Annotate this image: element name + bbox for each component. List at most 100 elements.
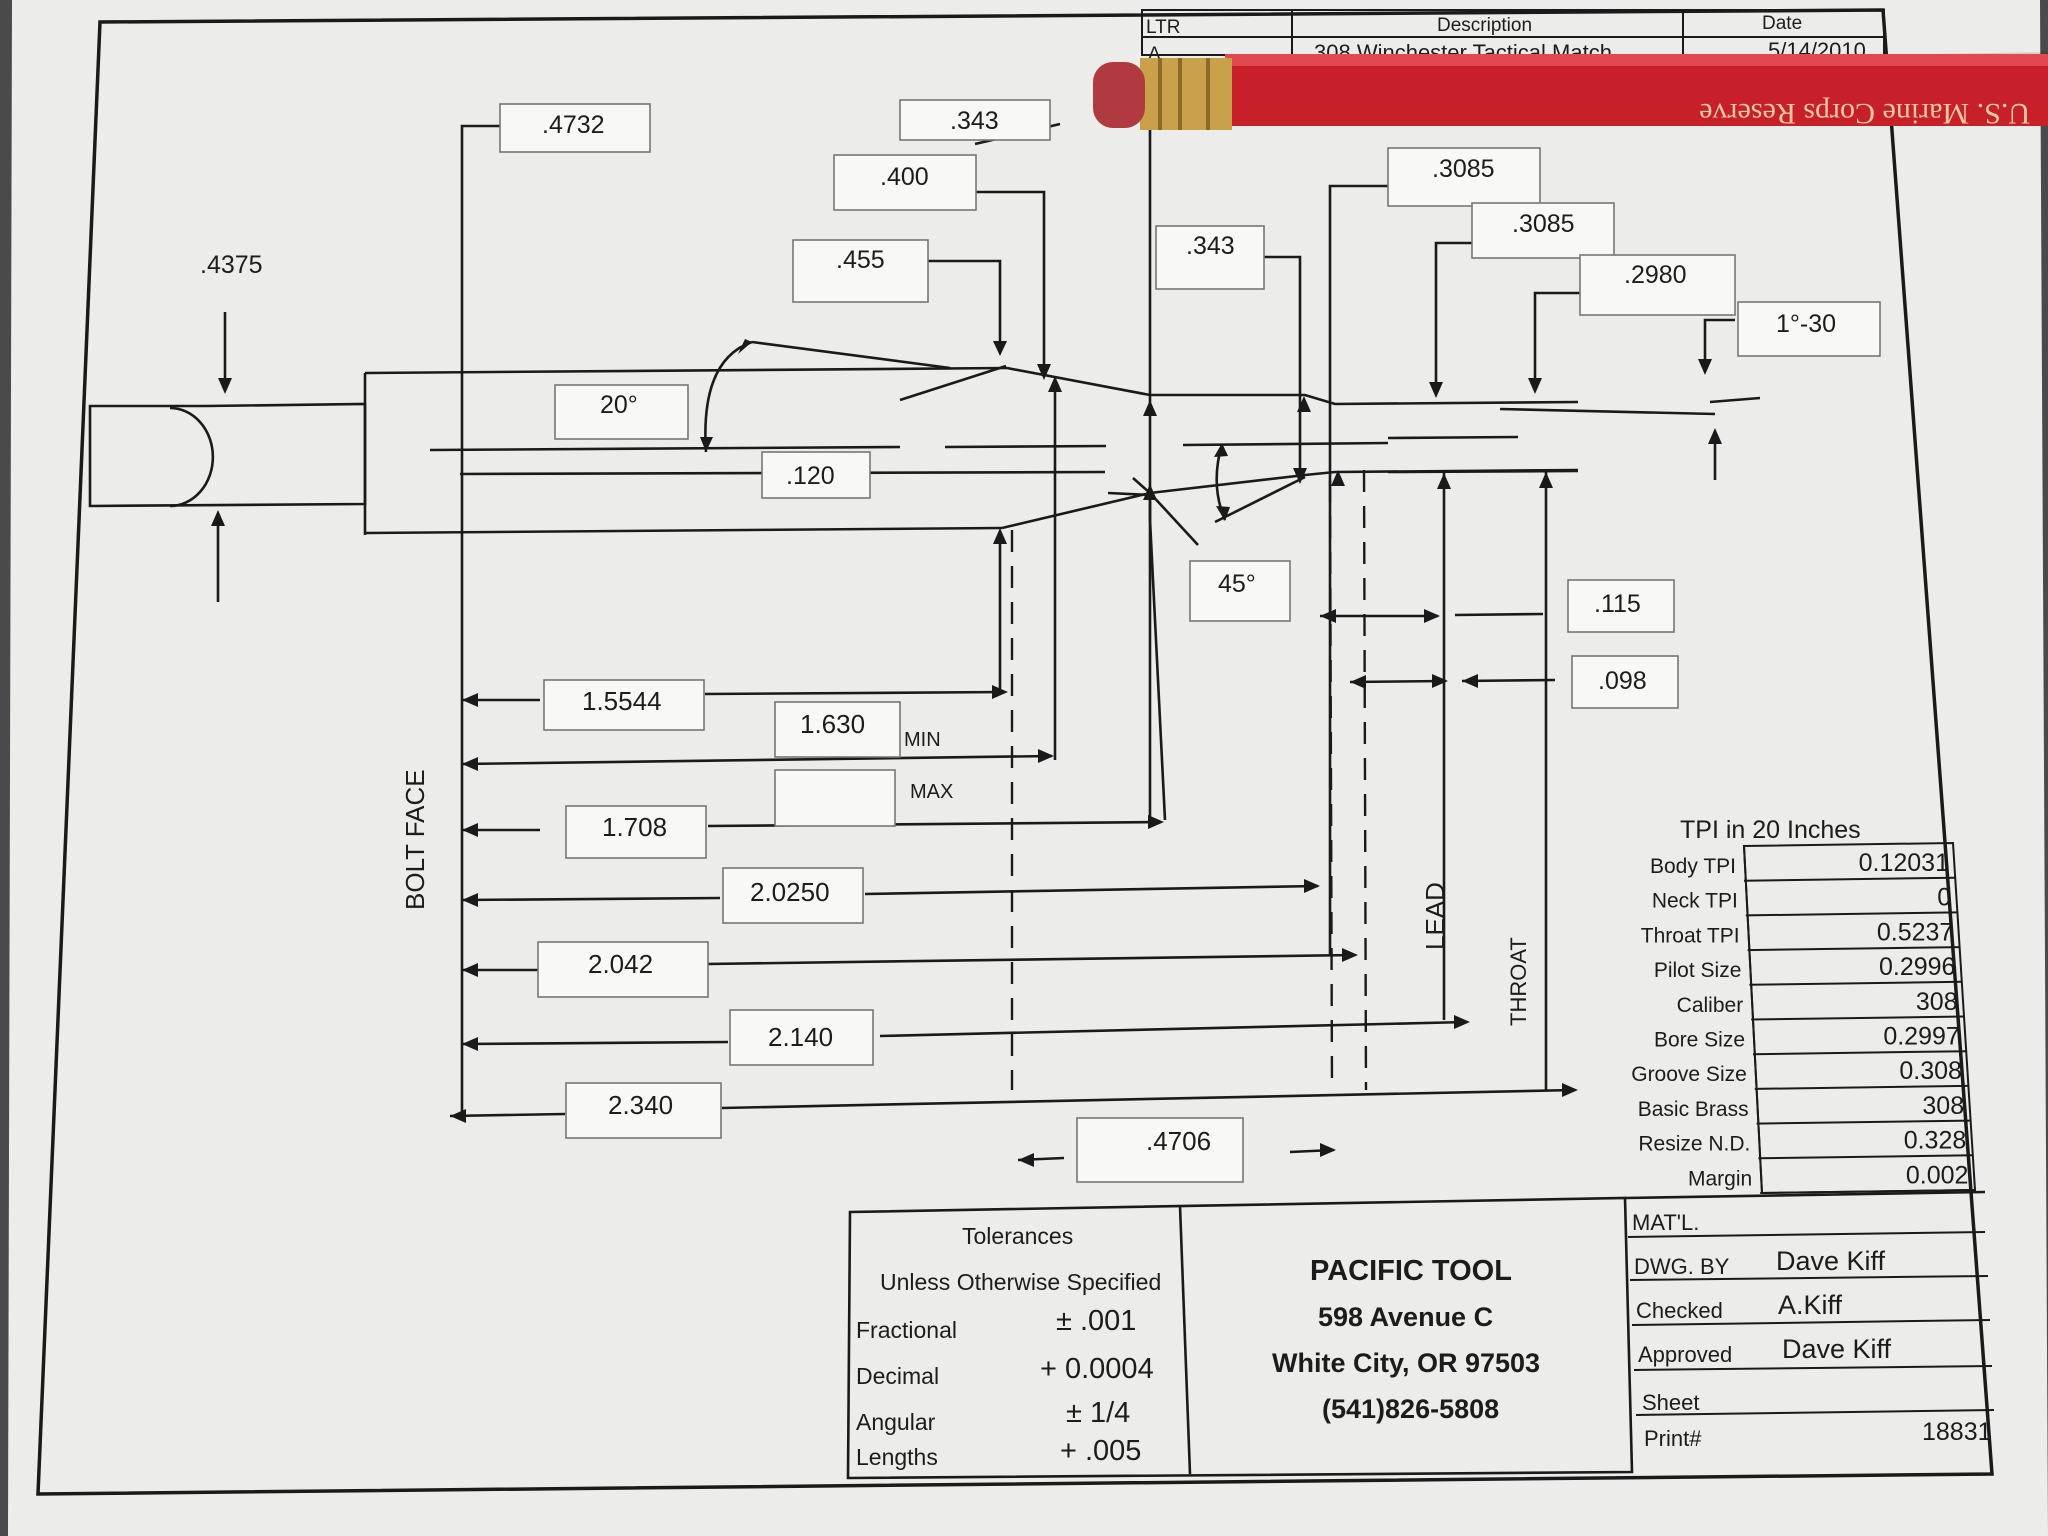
company-name: PACIFIC TOOL <box>1310 1255 1512 1287</box>
dim-throat-len: .115 <box>1594 590 1641 618</box>
tol-subtitle: Unless Otherwise Specified <box>880 1269 1161 1295</box>
tol-angular-label: Angular <box>856 1409 936 1435</box>
pencil-imprint: U.S. Marine Corps Reserve <box>1699 97 2030 130</box>
dim-len-1: 1.5544 <box>582 686 662 716</box>
tpi-row-divider <box>1749 980 1962 986</box>
tpi-row-value: 0.328 <box>1904 1127 1967 1155</box>
tpi-row-label: Basic Brass <box>1638 1098 1749 1121</box>
checked-label: Checked <box>1636 1298 1723 1323</box>
length-arrowheads <box>450 609 1578 1167</box>
dim-neck-angle: 45° <box>1218 570 1256 598</box>
lead-label: LEAD <box>1420 882 1450 950</box>
print-value: 18831 <box>1922 1418 1992 1446</box>
tpi-row-divider <box>1756 1119 1971 1125</box>
dim-lead-angle: 1°-30 <box>1776 310 1836 338</box>
dim-shoulder-front-dia: .343 <box>950 107 999 135</box>
dim-throat-dia-1: .3085 <box>1432 155 1495 183</box>
tpi-row-divider <box>1758 1154 1973 1160</box>
dim-lead-len: .098 <box>1598 667 1647 695</box>
tpi-row-divider <box>1747 946 1960 952</box>
tpi-row-label: Bore Size <box>1654 1029 1745 1052</box>
company-address: 598 Avenue C <box>1318 1302 1493 1332</box>
approved-label: Approved <box>1638 1342 1732 1367</box>
dwg-by-value: Dave Kiff <box>1776 1246 1886 1276</box>
tol-fractional-value: ± .001 <box>1056 1305 1136 1337</box>
tpi-row-value: 308 <box>1916 988 1958 1016</box>
tol-fractional-label: Fractional <box>856 1317 957 1343</box>
tpi-row-divider <box>1754 1084 1968 1090</box>
dwg-by-label: DWG. BY <box>1634 1254 1730 1279</box>
tpi-row-value: 0.2997 <box>1883 1023 1959 1051</box>
tol-decimal-value: + 0.0004 <box>1040 1353 1154 1385</box>
dim-len-4: 2.0250 <box>750 877 830 907</box>
company-phone: (541)826-5808 <box>1322 1394 1499 1424</box>
dim-body-dia: .455 <box>836 246 885 274</box>
dim-neck-dia: .343 <box>1186 232 1235 260</box>
dim-len-3: 1.708 <box>602 812 667 842</box>
dim-len-5: 2.042 <box>588 949 653 979</box>
dim-base-dia: .4732 <box>542 111 605 139</box>
chamber-profile <box>88 340 1761 546</box>
tolerance-block: Tolerances Unless Otherwise Specified Fr… <box>846 1190 1995 1480</box>
tpi-row-divider <box>1752 1050 1966 1056</box>
pencil-eraser <box>1093 62 1145 128</box>
pencil-body <box>1225 54 2048 126</box>
company-city: White City, OR 97503 <box>1272 1348 1540 1378</box>
tpi-row-value: 0.5237 <box>1877 918 1953 946</box>
drawing-border <box>36 8 1994 1496</box>
tol-lengths-value: + .005 <box>1060 1435 1141 1467</box>
tpi-row-divider <box>1760 1189 1975 1194</box>
tpi-row-label: Neck TPI <box>1652 890 1738 913</box>
tpi-row-value: 0.308 <box>1899 1057 1962 1085</box>
tpi-row-label: Pilot Size <box>1654 959 1742 982</box>
dim-len-7: 2.340 <box>608 1090 673 1120</box>
dim-len-2-max: MAX <box>910 781 953 803</box>
tpi-row-value: 0.12031 <box>1859 849 1949 877</box>
tpi-row-label: Caliber <box>1677 994 1744 1017</box>
tpi-row-label: Body TPI <box>1650 855 1736 878</box>
tpi-row-value: 308 <box>1922 1092 1964 1120</box>
tpi-row-label: Margin <box>1688 1167 1752 1190</box>
length-dims <box>449 612 1575 1162</box>
dim-shank-dia: .4375 <box>200 251 263 279</box>
dim-len-2-min: MIN <box>904 729 941 751</box>
tol-title: Tolerances <box>962 1223 1073 1249</box>
tpi-row-divider <box>1745 911 1958 917</box>
rev-date-header: Date <box>1762 13 1802 34</box>
rev-ltr-header: LTR <box>1146 17 1180 38</box>
tpi-row-label: Groove Size <box>1631 1063 1747 1086</box>
tpi-row-divider <box>1743 876 1956 882</box>
rev-desc-header: Description <box>1437 15 1532 36</box>
checked-value: A.Kiff <box>1778 1290 1843 1320</box>
tpi-row-label: Throat TPI <box>1641 924 1740 947</box>
dim-shoulder-offset: .120 <box>786 462 835 490</box>
approved-value: Dave Kiff <box>1782 1334 1892 1364</box>
dim-throat-dia-2: .3085 <box>1512 210 1575 238</box>
dim-lead-dia: .2980 <box>1624 261 1687 289</box>
tol-lengths-label: Lengths <box>856 1444 938 1470</box>
dim-neck-len: .4706 <box>1146 1126 1211 1156</box>
dim-len-2: 1.630 <box>800 709 865 739</box>
shoulder-angle-arc <box>704 340 753 453</box>
pencil-ferrule <box>1140 58 1232 130</box>
tpi-row-label: Resize N.D. <box>1638 1133 1750 1156</box>
tpi-title: TPI in 20 Inches <box>1680 816 1861 844</box>
paper-sheet <box>8 0 2048 1536</box>
sheet-label: Sheet <box>1642 1390 1700 1415</box>
tol-angular-value: ± 1/4 <box>1066 1397 1130 1429</box>
matl-label: MAT'L. <box>1632 1210 1699 1235</box>
tpi-row-value: 0 <box>1937 884 1951 912</box>
bolt-face-label: BOLT FACE <box>400 769 430 910</box>
dim-shoulder-dia: .400 <box>880 163 929 191</box>
tpi-row-divider <box>1751 1015 1964 1021</box>
dimension-boxes <box>499 99 1881 1183</box>
pencil: U.S. Marine Corps Reserve <box>1093 52 2048 130</box>
tpi-row-value: 0.2996 <box>1879 953 1955 981</box>
dim-len-6: 2.140 <box>768 1022 833 1052</box>
print-label: Print# <box>1644 1426 1702 1451</box>
tol-decimal-label: Decimal <box>856 1363 939 1389</box>
throat-label: THROAT <box>1506 937 1531 1026</box>
tpi-row-value: 0.002 <box>1906 1161 1969 1189</box>
